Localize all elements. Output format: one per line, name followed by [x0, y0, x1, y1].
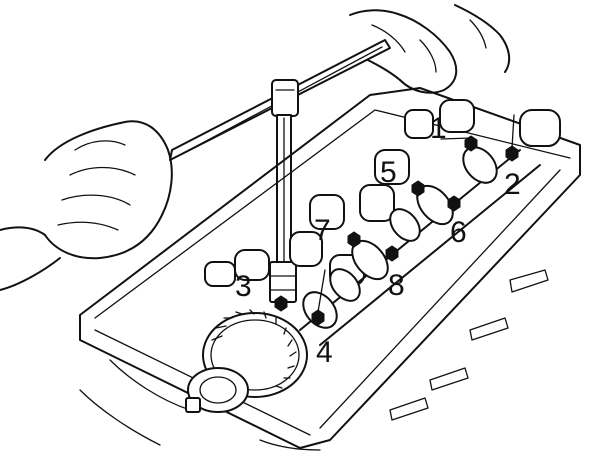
manifold-studs — [389, 269, 549, 421]
bolt-5-head — [411, 180, 425, 197]
bolt-6-head — [447, 195, 461, 212]
bolt-3-head — [274, 295, 288, 312]
callout-4: 4 — [316, 336, 333, 369]
left-hand — [0, 120, 173, 291]
bolt-1-head — [440, 135, 478, 152]
bolt-2-head — [505, 114, 519, 162]
valve-cups — [204, 99, 561, 287]
bolts — [274, 114, 519, 326]
bolt-7-head — [347, 231, 361, 248]
callout-1: 1 — [430, 112, 447, 145]
t-handle-wrench — [169, 39, 391, 303]
callout-7: 7 — [314, 214, 331, 247]
callout-8: 8 — [388, 269, 405, 302]
callout-6: 6 — [450, 216, 467, 249]
bolt-8-head — [385, 245, 399, 262]
callout-3: 3 — [235, 270, 252, 303]
camshaft-gear — [185, 309, 308, 413]
callout-2: 2 — [504, 168, 521, 201]
callout-5: 5 — [380, 156, 397, 189]
cylinder-head — [79, 87, 581, 451]
bolt-4-head — [311, 269, 326, 326]
callout-labels: 1 2 3 4 5 6 7 8 — [235, 112, 521, 369]
